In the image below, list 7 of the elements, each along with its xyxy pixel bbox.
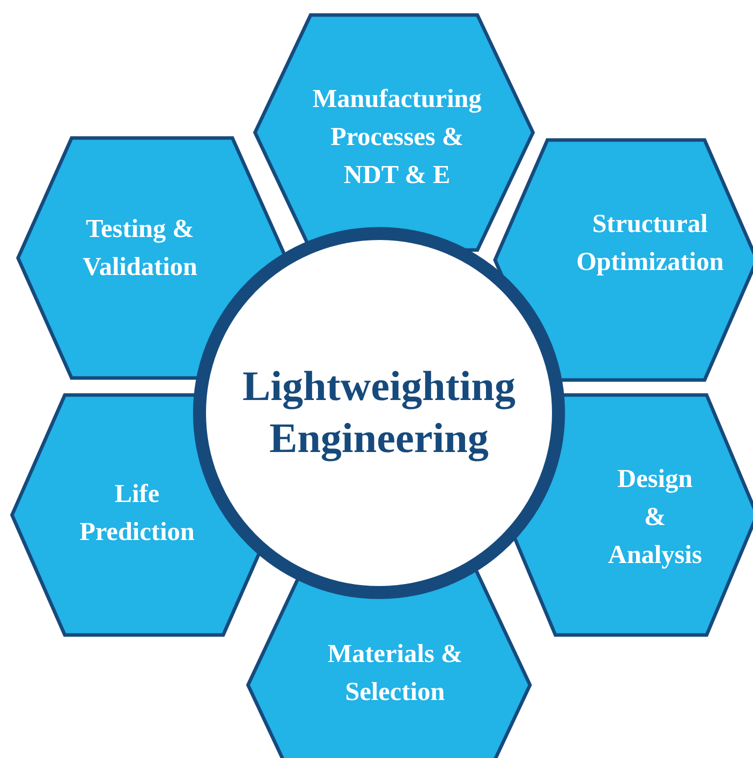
hexagon-label: Design & Analysis [608,463,702,571]
hexagon-label: Manufacturing Processes & NDT & E [312,83,482,191]
hexagon-label: Testing & Validation [82,213,198,283]
hexagon-label: Structural Optimization [576,208,724,278]
hexagon-label: Materials & Selection [326,638,464,708]
center-title: Lightweighting Engineering [241,363,517,464]
hexagon-label: Life Prediction [79,478,195,548]
